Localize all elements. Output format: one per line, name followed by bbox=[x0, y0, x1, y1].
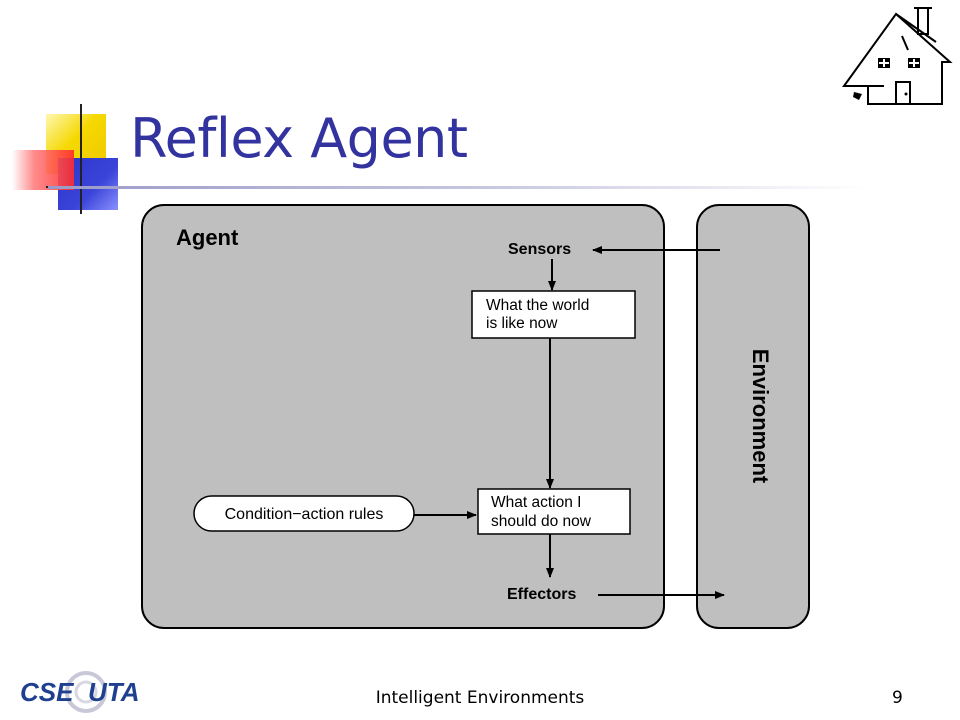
slide-title: Reflex Agent bbox=[130, 107, 468, 170]
title-underline bbox=[48, 186, 868, 189]
cse-uta-logo: CSE UTA bbox=[20, 671, 140, 713]
rules-label: Condition−action rules bbox=[225, 506, 384, 523]
world-state-box bbox=[471, 290, 636, 339]
agent-label: Agent bbox=[176, 225, 239, 250]
logo-uta-text: UTA bbox=[88, 677, 140, 707]
world-state-line-2: is like now bbox=[486, 315, 558, 332]
deco-vertical-line bbox=[80, 104, 82, 214]
logo-at-ring bbox=[65, 671, 107, 713]
sensors-label: Sensors bbox=[508, 241, 571, 258]
action-box bbox=[477, 488, 631, 535]
page-number: 9 bbox=[892, 688, 903, 708]
rules-pill bbox=[193, 495, 415, 532]
effectors-label: Effectors bbox=[507, 586, 576, 603]
footer-text: Intelligent Environments bbox=[375, 688, 585, 708]
environment-label: Environment bbox=[748, 349, 773, 484]
deco-red-square bbox=[12, 150, 74, 190]
action-line-1: What action I bbox=[491, 494, 581, 511]
environment-panel bbox=[696, 204, 810, 629]
agent-panel bbox=[141, 204, 665, 629]
logo-cse-text: CSE bbox=[20, 677, 74, 707]
world-state-line-1: What the world bbox=[486, 297, 589, 314]
house-icon bbox=[842, 7, 953, 105]
action-line-2: should do now bbox=[491, 513, 592, 530]
